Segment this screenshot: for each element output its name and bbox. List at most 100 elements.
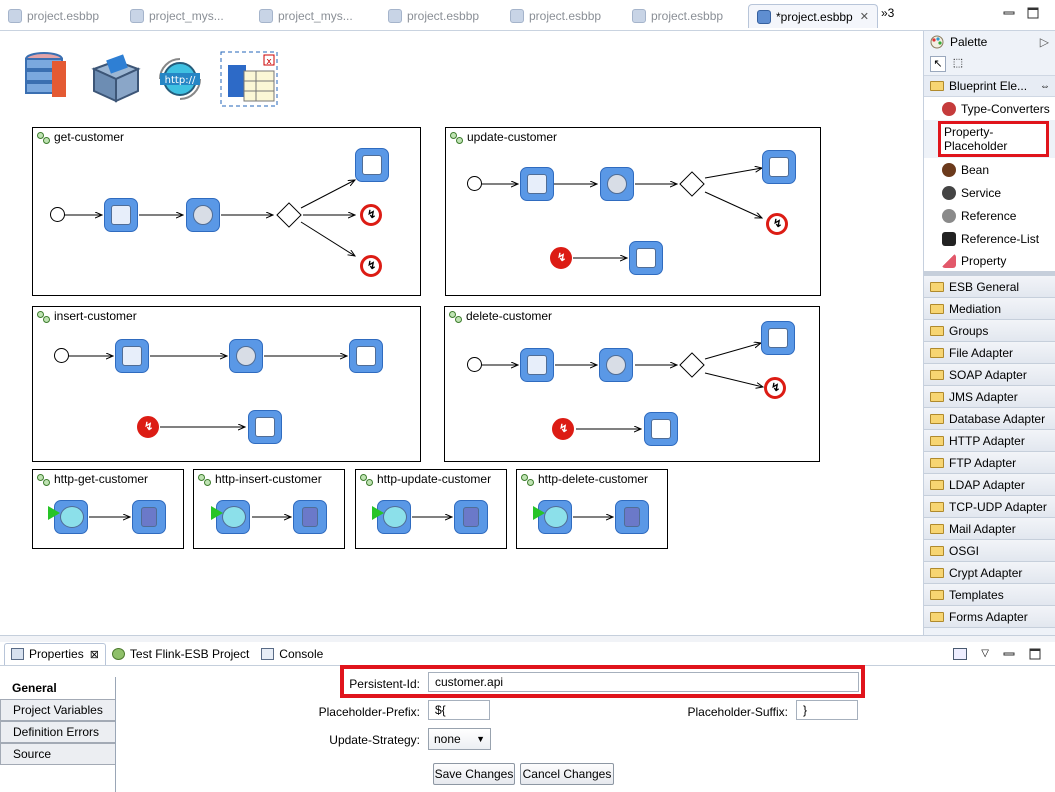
error-start-icon[interactable]: ↯	[552, 418, 574, 440]
tab-test-flink-esb[interactable]: Test Flink-ESB Project	[106, 643, 255, 665]
pin-view-icon[interactable]	[953, 647, 968, 660]
placeholder-suffix-input[interactable]: }	[796, 700, 858, 720]
start-event[interactable]	[467, 357, 482, 372]
more-tabs-button[interactable]: »3	[881, 6, 895, 20]
editor-tab-active[interactable]: *project.esbbp✕	[748, 4, 878, 28]
nav-definition-errors[interactable]: Definition Errors	[0, 721, 115, 743]
property-placeholder-icon[interactable]: x	[220, 51, 278, 107]
http-receiver-node[interactable]	[216, 500, 250, 534]
db-select-node[interactable]	[186, 198, 220, 232]
validator-node[interactable]	[520, 167, 554, 201]
pin-icon[interactable]: ⇔	[1040, 80, 1050, 92]
palette-group[interactable]: LDAP Adapter	[924, 474, 1055, 496]
error-start-icon[interactable]: ↯	[137, 416, 159, 438]
palette-group[interactable]: Database Adapter	[924, 408, 1055, 430]
sub-flow-call-node[interactable]	[615, 500, 649, 534]
validator-node[interactable]	[520, 348, 554, 382]
flow-delete-customer[interactable]: delete-customer ↯ ↯	[444, 306, 820, 462]
error-end-node[interactable]	[629, 241, 663, 275]
http-endpoint-icon[interactable]: http://	[154, 53, 206, 105]
sub-flow-call-node[interactable]	[454, 500, 488, 534]
palette-group[interactable]: Groups	[924, 320, 1055, 342]
palette-group[interactable]: ESB General	[924, 276, 1055, 298]
flow-update-customer[interactable]: update-customer ↯ ↯	[445, 127, 821, 296]
database-config-icon[interactable]	[24, 51, 70, 103]
nav-project-variables[interactable]: Project Variables	[0, 699, 115, 721]
palette-group[interactable]: Templates	[924, 584, 1055, 606]
palette-item-property-placeholder[interactable]: Property- Placeholder	[938, 121, 1049, 157]
end-node[interactable]	[762, 150, 796, 184]
palette-group[interactable]: HTTP Adapter	[924, 430, 1055, 452]
palette-item-reference[interactable]: Reference	[924, 204, 1055, 227]
maximize-icon[interactable]	[1029, 648, 1041, 660]
palette-group[interactable]: TCP-UDP Adapter	[924, 496, 1055, 518]
panel-separator[interactable]	[0, 635, 1055, 642]
flow-http-update-customer[interactable]: http-update-customer	[355, 469, 507, 549]
save-changes-button[interactable]: Save Changes	[433, 763, 515, 785]
end-node[interactable]	[349, 339, 383, 373]
db-delete-node[interactable]	[599, 348, 633, 382]
drawer-blueprint-elements[interactable]: Blueprint Ele... ⇔	[924, 75, 1055, 97]
palette-group[interactable]: OSGI	[924, 540, 1055, 562]
error-event-icon[interactable]: ↯	[766, 213, 788, 235]
db-update-node[interactable]	[600, 167, 634, 201]
select-tool-icon[interactable]: ↖	[930, 56, 946, 72]
error-event-icon[interactable]: ↯	[360, 255, 382, 277]
palette-group[interactable]: Crypt Adapter	[924, 562, 1055, 584]
palette-item-property[interactable]: Property	[924, 250, 1055, 276]
update-strategy-select[interactable]: none▼	[428, 728, 491, 750]
validator-node[interactable]	[115, 339, 149, 373]
sub-flow-call-node[interactable]	[293, 500, 327, 534]
maximize-icon[interactable]	[1027, 7, 1039, 19]
error-start-icon[interactable]: ↯	[550, 247, 572, 269]
package-icon[interactable]	[90, 53, 142, 103]
flow-insert-customer[interactable]: insert-customer ↯	[32, 306, 421, 462]
palette-group[interactable]: File Adapter	[924, 342, 1055, 364]
blueprint-canvas[interactable]: http:// x get-customer ↯ ↯ update-custom…	[0, 31, 922, 635]
cancel-changes-button[interactable]: Cancel Changes	[520, 763, 614, 785]
placeholder-prefix-input[interactable]: ${	[428, 700, 490, 720]
nav-general[interactable]: General	[0, 677, 115, 699]
close-tab-icon[interactable]: ✕	[859, 11, 869, 23]
marquee-tool-icon[interactable]: ⬚	[952, 57, 964, 69]
tab-properties[interactable]: Properties⊠	[4, 642, 106, 665]
close-icon[interactable]: ⊠	[89, 648, 99, 661]
editor-tab-3[interactable]: project_mys...	[259, 4, 353, 28]
minimize-icon[interactable]	[1003, 648, 1015, 660]
sub-flow-call-node[interactable]	[132, 500, 166, 534]
start-event[interactable]	[50, 207, 65, 222]
db-insert-node[interactable]	[229, 339, 263, 373]
start-event[interactable]	[54, 348, 69, 363]
palette-item-service[interactable]: Service	[924, 181, 1055, 204]
palette-group[interactable]: Mediation	[924, 298, 1055, 320]
persistent-id-input[interactable]: customer.api	[428, 672, 859, 692]
palette-group[interactable]: Forms Adapter	[924, 606, 1055, 628]
editor-tab-4[interactable]: project.esbbp	[388, 4, 479, 28]
end-node[interactable]	[761, 321, 795, 355]
flow-get-customer[interactable]: get-customer ↯ ↯	[32, 127, 421, 296]
palette-group[interactable]: JMS Adapter	[924, 386, 1055, 408]
palette-group[interactable]: Mail Adapter	[924, 518, 1055, 540]
flow-http-delete-customer[interactable]: http-delete-customer	[516, 469, 668, 549]
editor-tab-1[interactable]: project.esbbp	[8, 4, 99, 28]
palette-item-type-converters[interactable]: Type-Converters	[924, 97, 1055, 120]
palette-header[interactable]: Palette ▷	[924, 31, 1055, 53]
end-node[interactable]	[355, 148, 389, 182]
editor-tab-5[interactable]: project.esbbp	[510, 4, 601, 28]
error-event-icon[interactable]: ↯	[764, 377, 786, 399]
editor-tab-6[interactable]: project.esbbp	[632, 4, 723, 28]
palette-item-reference-list[interactable]: Reference-List	[924, 227, 1055, 250]
palette-group[interactable]: FTP Adapter	[924, 452, 1055, 474]
nav-source[interactable]: Source	[0, 743, 115, 765]
start-event[interactable]	[467, 176, 482, 191]
palette-collapse-icon[interactable]: ▷	[1039, 35, 1049, 49]
flow-http-get-customer[interactable]: http-get-customer	[32, 469, 184, 549]
error-end-node[interactable]	[644, 412, 678, 446]
palette-item-bean[interactable]: Bean	[924, 158, 1055, 181]
editor-tab-2[interactable]: project_mys...	[130, 4, 224, 28]
error-event-icon[interactable]: ↯	[360, 204, 382, 226]
palette-group[interactable]: SOAP Adapter	[924, 364, 1055, 386]
minimize-icon[interactable]	[1003, 7, 1015, 19]
validator-node[interactable]	[104, 198, 138, 232]
flow-http-insert-customer[interactable]: http-insert-customer	[193, 469, 345, 549]
